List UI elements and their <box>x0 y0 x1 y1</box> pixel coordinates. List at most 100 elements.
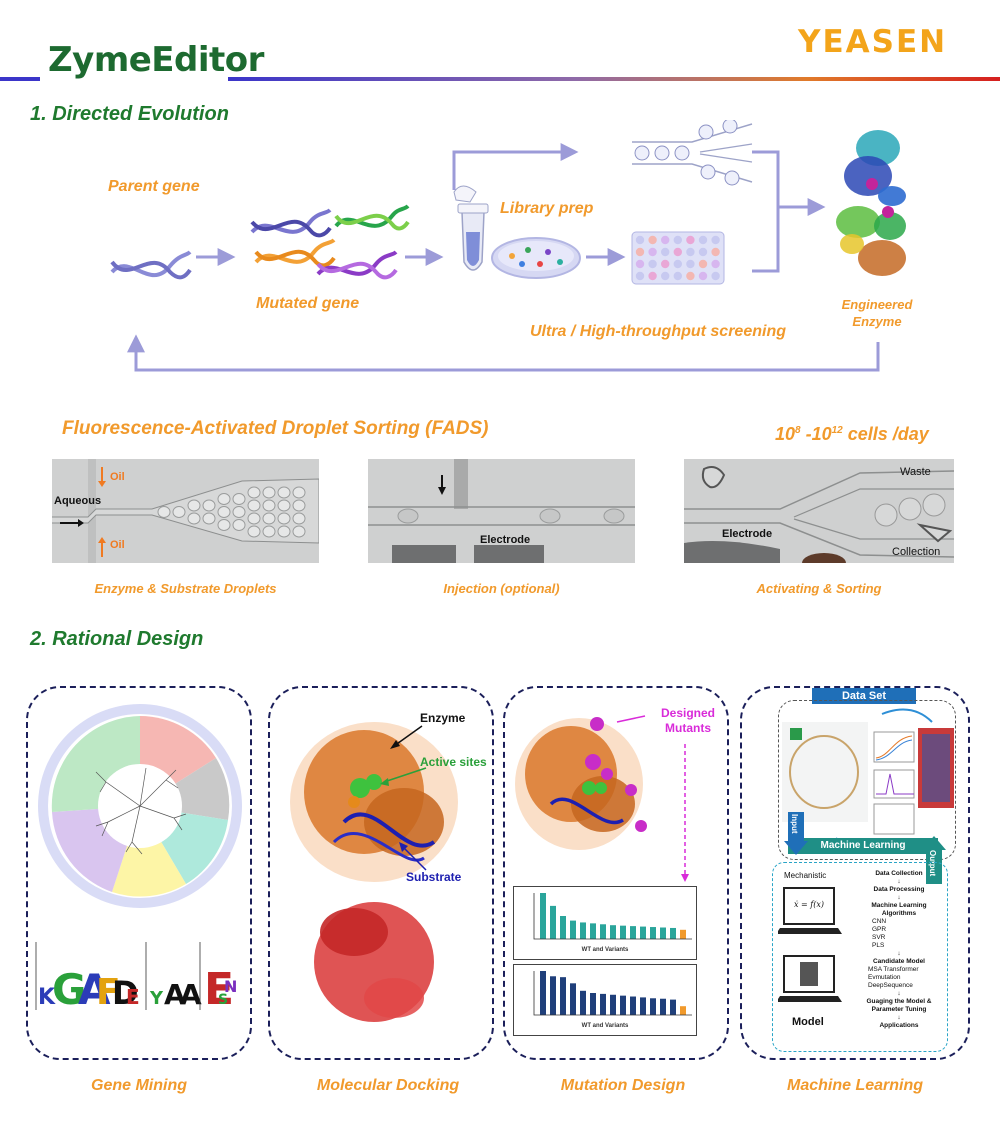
mutated-dna-icons <box>250 204 410 280</box>
candidate-item: Evmutation <box>868 974 901 981</box>
sequence-logo-icons: K G A F D E Y A A E N S <box>35 942 237 1015</box>
droplet-dot <box>292 486 306 499</box>
bar-mark <box>680 1006 686 1015</box>
well-dot <box>711 271 720 281</box>
algorithm-item: SVR <box>872 934 886 941</box>
droplet-dot <box>262 486 276 499</box>
input-arrow-head <box>784 841 808 855</box>
output-arrow <box>926 848 942 884</box>
step-candidate-model: Candidate Model <box>872 958 925 965</box>
laptop-icons <box>778 887 842 1002</box>
droplet-dot <box>232 519 246 531</box>
pipeline-arrow-1: ↓ <box>897 878 901 885</box>
well-dot <box>635 259 645 269</box>
bar-mark <box>600 993 606 1015</box>
petri-dish-icon <box>491 237 581 279</box>
well-dot <box>635 235 645 245</box>
engineered-enzyme-structure-icon <box>836 130 906 276</box>
droplet-dot <box>698 124 714 140</box>
step-tuning: Guaging the Model & Parameter Tuning <box>866 998 932 1013</box>
bar-mark <box>570 983 576 1015</box>
conversion-bar-chart: WT and Variants <box>513 964 697 1036</box>
input-label: Input <box>790 814 799 834</box>
well-plate-icon <box>631 231 725 285</box>
droplet-dot <box>172 506 186 518</box>
bar-mark <box>640 926 646 939</box>
bar-mark <box>610 994 616 1015</box>
bar-mark <box>630 996 636 1015</box>
mutant-structure-icon <box>515 717 647 850</box>
bar-mark <box>680 929 686 939</box>
svg-text:E: E <box>126 985 140 1009</box>
ml-pipeline: Data Collection ↓ Data Processing ↓ Mach… <box>854 870 944 1030</box>
droplet-dot <box>247 486 261 499</box>
well-dot <box>661 259 670 269</box>
bar-mark <box>600 924 606 939</box>
screening-label: Ultra / High-throughput screening <box>530 323 786 340</box>
droplet-dot <box>674 145 690 161</box>
tube-icon <box>453 185 489 271</box>
droplet-dot <box>262 512 276 525</box>
droplet-dot <box>217 493 231 505</box>
bar-mark <box>650 998 656 1015</box>
throughput-exp2: 12 <box>831 425 843 436</box>
well-dot <box>711 259 720 269</box>
well-dot <box>648 247 657 257</box>
machine-learning-panel: Data Set Machine Learning Input Output M… <box>740 686 970 1060</box>
well-dot <box>648 235 657 245</box>
bar-mark <box>640 997 646 1015</box>
well-dot <box>698 259 708 269</box>
svg-text:N: N <box>224 977 237 996</box>
section-title-rational-design: 2. Rational Design <box>30 628 204 650</box>
pipeline-arrow-2: ↓ <box>897 894 901 901</box>
caption-machine-learning: Machine Learning <box>786 1077 924 1094</box>
parent-gene-label: Parent gene <box>108 178 200 195</box>
mutant-pointer-arrows <box>616 715 689 882</box>
throughput-sep: - <box>800 424 812 444</box>
droplet-dot <box>277 499 291 512</box>
caption-molecular-docking: Molecular Docking <box>316 1077 460 1094</box>
droplet-dot <box>232 493 246 505</box>
well-dot <box>686 247 695 257</box>
well-dot <box>673 247 682 257</box>
well-dot <box>686 235 695 245</box>
bar-mark <box>670 999 676 1015</box>
svg-text:K: K <box>38 985 56 1010</box>
droplet-dot <box>232 506 246 518</box>
well-dot <box>673 235 682 245</box>
droplet-dot <box>277 512 291 525</box>
algorithm-item: PLS <box>872 942 885 949</box>
droplet-dot <box>722 120 738 134</box>
svg-text:A: A <box>78 965 111 1014</box>
designed-mutants-label: Designed Mutants <box>655 706 721 736</box>
caption-gene-mining: Gene Mining <box>91 1077 187 1094</box>
machine-learning-banner: Machine Learning <box>788 838 938 854</box>
svg-text:D: D <box>112 974 139 1012</box>
caption-sorting: Activating & Sorting <box>756 581 882 596</box>
substrate-label: Substrate <box>406 870 462 884</box>
enzyme-label: Enzyme <box>420 711 466 725</box>
droplet-dot <box>292 512 306 525</box>
svg-text:S: S <box>218 992 228 1008</box>
droplet-channel-icon <box>632 120 753 186</box>
zymeeditor-logo: ZymeEditor <box>48 40 264 80</box>
engineered-label-line2: Enzyme <box>852 314 902 329</box>
droplet-generation-micrograph: Aqueous Oil Oil <box>52 459 319 563</box>
droplet-dot <box>157 506 171 518</box>
bar-mark <box>550 905 556 939</box>
bar-mark <box>570 920 576 939</box>
pipeline-arrow-3: ↓ <box>897 950 901 957</box>
data-set-area <box>778 700 956 860</box>
pipeline-arrow-5: ↓ <box>897 1014 901 1021</box>
droplet-dot <box>247 525 261 538</box>
well-dot <box>686 271 695 281</box>
bar-mark <box>590 993 596 1015</box>
droplet-dot <box>634 145 650 161</box>
droplet-dot <box>292 499 306 512</box>
algorithm-item: CNN <box>872 918 887 925</box>
electrode-label-sorting: Electrode <box>722 528 773 540</box>
conversion-bar-chart-svg <box>533 971 692 1016</box>
droplet-dot <box>202 512 216 525</box>
candidate-item: DeepSequence <box>868 982 913 989</box>
droplet-dot <box>247 512 261 525</box>
